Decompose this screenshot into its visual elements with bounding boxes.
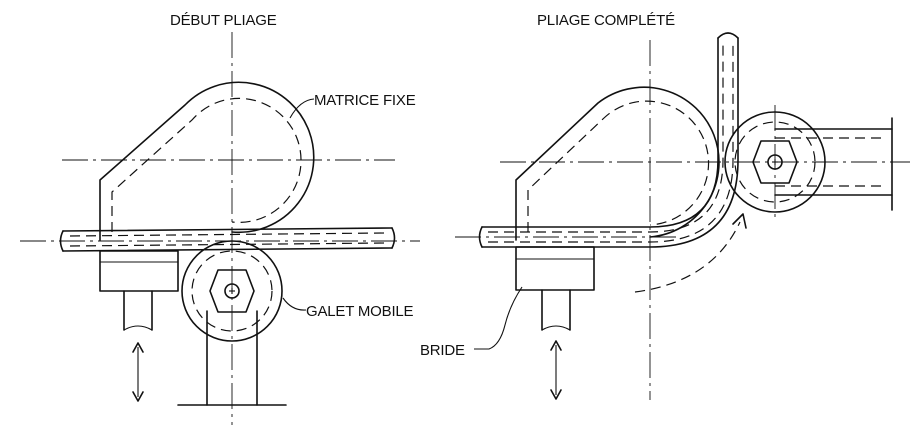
right-figure-bending-complete: PLIAGE COMPLÉTÉ BRIDE <box>420 12 910 400</box>
label-clamp: BRIDE <box>420 342 465 359</box>
label-mobile-roller: GALET MOBILE <box>306 303 414 320</box>
left-clamp <box>99 250 179 402</box>
left-tube <box>59 227 396 252</box>
right-center-lines <box>455 40 910 400</box>
right-clamp <box>515 246 595 400</box>
title-start-bending: DÉBUT PLIAGE <box>170 12 277 29</box>
leader-fixed-die <box>289 98 315 119</box>
roller-travel-arrow <box>634 213 747 293</box>
label-fixed-die: MATRICE FIXE <box>314 92 416 109</box>
title-bending-complete: PLIAGE COMPLÉTÉ <box>537 12 675 29</box>
left-fixed-die <box>99 81 315 241</box>
leader-clamp <box>474 286 523 350</box>
right-fixed-die <box>515 86 720 241</box>
left-center-lines <box>20 32 420 425</box>
right-mobile-roller <box>724 111 893 213</box>
left-mobile-roller <box>177 240 287 406</box>
right-tube <box>478 32 739 248</box>
leader-mobile-roller <box>282 297 307 311</box>
left-figure-start-bending: DÉBUT PLIAGE MATRICE FIXE GALET MOBILE <box>20 12 420 425</box>
